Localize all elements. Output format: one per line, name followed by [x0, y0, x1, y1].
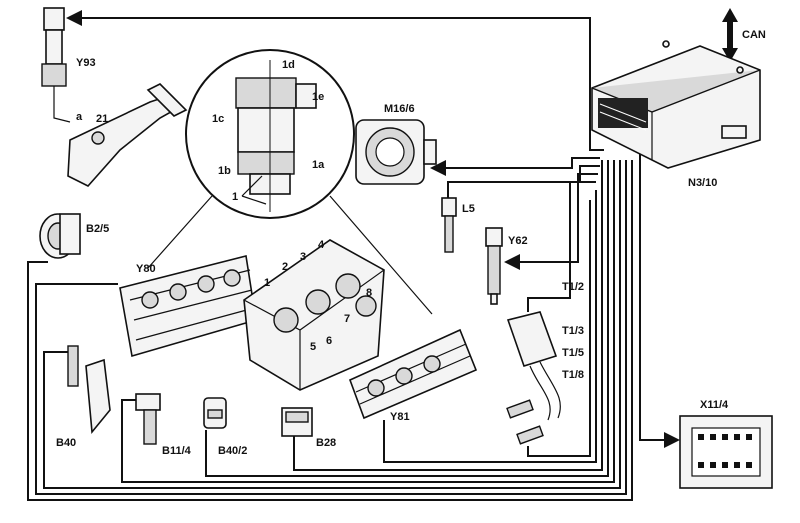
- label-1c: 1c: [212, 113, 224, 125]
- can-double-arrow-icon: [722, 8, 738, 62]
- wire-t1: [527, 181, 596, 312]
- connector-pins: [698, 434, 752, 468]
- wiring-harness: [27, 10, 680, 501]
- label-cyl-7: 7: [344, 313, 350, 325]
- wire-b2-5: [27, 160, 633, 501]
- camshaft-adjuster-detail: [185, 49, 355, 219]
- wire-y62: [504, 173, 598, 270]
- wire-b11-4: [121, 160, 615, 483]
- label-y62: Y62: [508, 235, 528, 247]
- zoom-lines: [147, 195, 433, 315]
- label-l5: L5: [462, 203, 475, 215]
- label-t1-5: T1/5: [562, 347, 584, 359]
- label-b40: B40: [56, 437, 76, 449]
- label-n3-10: N3/10: [688, 177, 717, 189]
- label-y81: Y81: [390, 411, 410, 423]
- sensor-b40: [67, 345, 111, 435]
- label-b11-4: B11/4: [162, 445, 192, 457]
- ecu-connector-pins: [598, 98, 648, 131]
- label-cyl-2: 2: [282, 261, 288, 273]
- connector-x11-4: [679, 415, 773, 489]
- sensor-b11-4: [135, 393, 161, 445]
- label-b40-2: B40/2: [218, 445, 247, 457]
- label-1a: 1a: [312, 159, 325, 171]
- wire-b40-2: [205, 160, 609, 477]
- label-a: a: [76, 111, 83, 123]
- throttle-m16-6: [355, 119, 437, 185]
- sensor-l5: [441, 197, 457, 253]
- wire-m16-6: [430, 157, 600, 176]
- label-cyl-4: 4: [318, 239, 325, 251]
- wire-extra: [527, 200, 591, 457]
- wire-y80: [35, 160, 627, 495]
- label-cyl-5: 5: [310, 341, 316, 353]
- ecu-n3-10: [591, 40, 761, 169]
- label-1e: 1e: [312, 91, 324, 103]
- label-y93: Y93: [76, 57, 96, 69]
- label-y80: Y80: [136, 263, 156, 275]
- wire-y81: [383, 190, 597, 463]
- sensor-b2-5: [39, 213, 81, 259]
- pipe-21: [67, 83, 188, 187]
- label-1d: 1d: [282, 59, 295, 71]
- label-t1-3: T1/3: [562, 325, 584, 337]
- label-x11-4: X11/4: [700, 399, 729, 411]
- wire-b28: [293, 160, 603, 471]
- sensor-b28: [281, 407, 313, 437]
- wire-y93: [66, 10, 604, 151]
- label-1: 1: [232, 191, 238, 203]
- label-can: CAN: [742, 29, 766, 41]
- label-t1-8: T1/8: [562, 369, 584, 381]
- engine-block: [243, 239, 385, 391]
- leader-1: [241, 175, 267, 205]
- wire-b40: [43, 160, 621, 489]
- label-cyl-8: 8: [366, 287, 372, 299]
- label-m16-6: M16/6: [384, 103, 415, 115]
- label-cyl-1: 1: [264, 277, 270, 289]
- label-cyl-6: 6: [326, 335, 332, 347]
- label-t1-2: T1/2: [562, 281, 584, 293]
- valve-y93: [41, 7, 71, 123]
- camshaft-y81: [348, 328, 478, 420]
- label-1b: 1b: [218, 165, 231, 177]
- injector-y62: [485, 227, 503, 305]
- label-cyl-3: 3: [300, 251, 306, 263]
- label-21: 21: [96, 113, 108, 125]
- label-b2-5: B2/5: [86, 223, 109, 235]
- sensor-b40-2: [203, 397, 227, 429]
- wire-x11-4: [639, 150, 680, 448]
- ignition-coil-t1: [506, 311, 561, 445]
- label-b28: B28: [316, 437, 336, 449]
